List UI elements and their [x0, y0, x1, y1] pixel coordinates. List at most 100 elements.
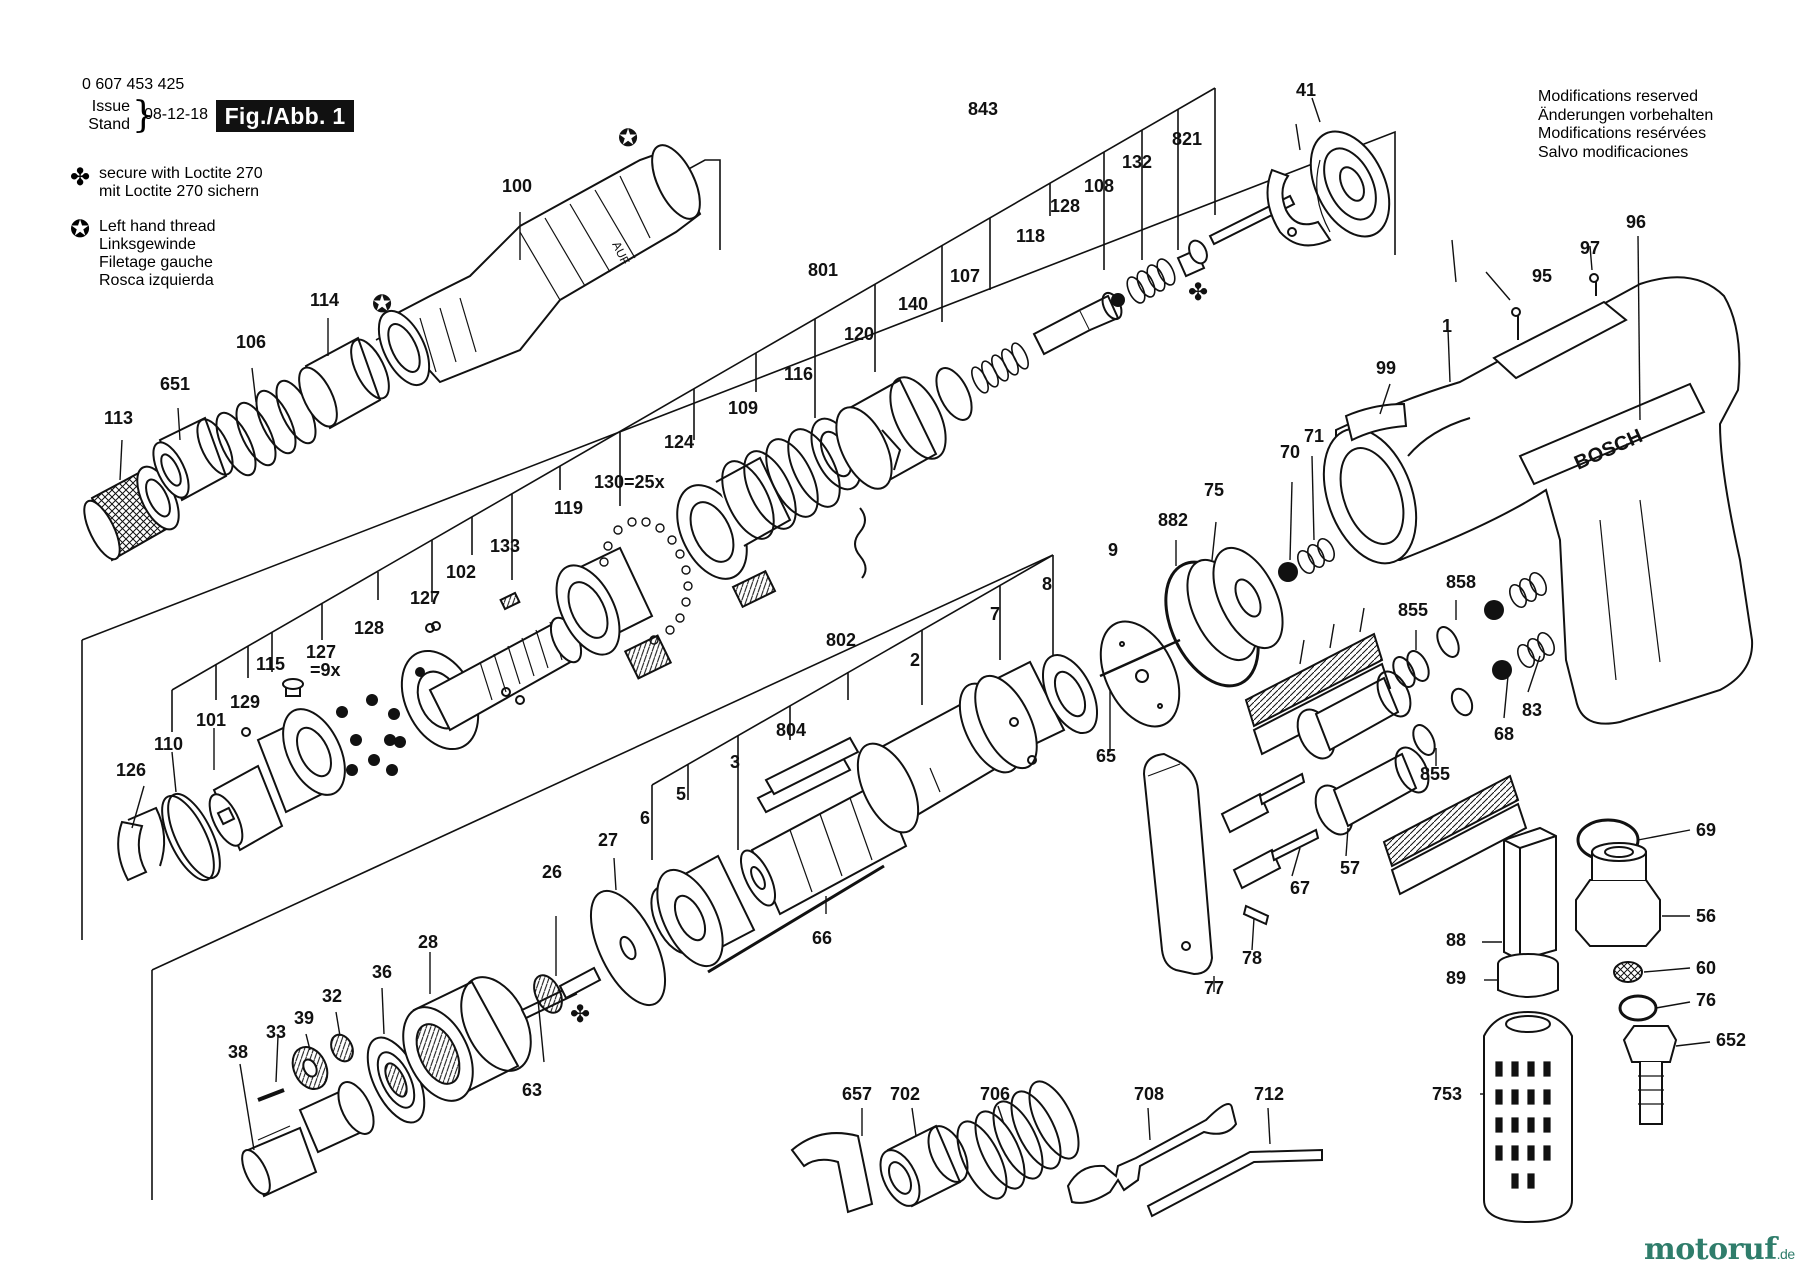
callout-100: 100	[502, 176, 532, 196]
callout-702: 702	[890, 1084, 920, 1104]
callout-99: 99	[1376, 358, 1396, 378]
end-plate-7	[974, 660, 1066, 770]
housing-28	[402, 976, 532, 1102]
callout-858: 858	[1446, 572, 1476, 592]
callout-120: 120	[844, 324, 874, 344]
end-plate-5	[656, 854, 756, 968]
part-callouts: 100 114 106 651 113 843 41 821 132 108 1…	[104, 80, 1746, 1104]
plunger-67	[1220, 772, 1320, 890]
callout-36: 36	[372, 962, 392, 982]
loctite-mark-1: ✤	[1188, 279, 1208, 306]
springs-83	[1508, 571, 1556, 669]
label-99	[1344, 402, 1408, 442]
chuck-housing-100: AUF	[377, 144, 702, 387]
mods-en: Modifications reserved	[1538, 88, 1699, 105]
oring-76	[1618, 994, 1658, 1022]
spring-107	[971, 342, 1029, 394]
callout-133: 133	[490, 536, 520, 556]
callout-132: 132	[1122, 152, 1152, 172]
callout-88: 88	[1446, 930, 1466, 950]
callout-821: 821	[1172, 129, 1202, 149]
fitting-56	[1575, 842, 1661, 947]
bearing-plate-75	[1186, 546, 1284, 662]
callout-101: 101	[196, 710, 226, 730]
valve-132	[1176, 239, 1208, 278]
callout-39: 39	[294, 1008, 314, 1028]
ball-68b	[1492, 660, 1512, 680]
brace-glyph: }	[132, 95, 155, 136]
screw-115	[282, 678, 304, 697]
callout-66: 66	[812, 928, 832, 948]
trigger-77	[1142, 752, 1214, 976]
oring-140	[935, 367, 973, 421]
modifications-note: Modifications reserved Änderungen vorbeh…	[1538, 88, 1713, 162]
callout-56: 56	[1696, 906, 1716, 926]
callout-128-top: 128	[1050, 196, 1080, 216]
felt-88	[1503, 826, 1557, 962]
callout-70: 70	[1280, 442, 1300, 462]
motor-ticks	[651, 555, 1054, 860]
callout-127-b: 127	[306, 642, 336, 662]
orings-855-858	[1392, 626, 1474, 756]
callout-801: 801	[808, 260, 838, 280]
knurled-nut-113	[83, 465, 180, 562]
wrench-708	[1066, 1103, 1238, 1204]
callout-855-b: 855	[1420, 764, 1450, 784]
end-cap-41	[1309, 130, 1391, 238]
callout-28: 28	[418, 932, 438, 952]
figure-badge: Fig./Abb. 1	[216, 100, 354, 132]
callout-855-a: 855	[1398, 600, 1428, 620]
callout-33: 33	[266, 1022, 286, 1042]
assembly-frame-lines	[81, 87, 1396, 1200]
balls-127-set	[336, 694, 406, 776]
gear-32	[330, 1033, 354, 1063]
spindle-101	[208, 708, 346, 852]
nameplate-95	[1492, 282, 1628, 380]
wave-spring	[854, 507, 867, 579]
callout-41: 41	[1296, 80, 1316, 100]
callout-9x: =9x	[310, 660, 341, 680]
clip-126	[117, 806, 166, 882]
legend-loctite-de: mit Loctite 270 sichern	[99, 183, 260, 200]
callout-78: 78	[1242, 948, 1262, 968]
callout-107: 107	[950, 266, 980, 286]
spring-108	[1126, 258, 1176, 304]
wedge-marker-2	[731, 569, 777, 609]
mods-de: Änderungen vorbehalten	[1538, 106, 1714, 124]
callout-60: 60	[1696, 958, 1716, 978]
motor-tick-rod	[651, 554, 1054, 786]
nipple-652	[1622, 1025, 1678, 1125]
mid-frame-line	[81, 130, 1396, 641]
disc-89	[1497, 953, 1559, 998]
housing-1: BOSCH	[1322, 276, 1754, 725]
valve-57-lower	[1314, 746, 1430, 836]
pin-33	[257, 1088, 285, 1102]
ball-cage-128	[400, 616, 583, 751]
callout-32: 32	[322, 986, 342, 1006]
order-number: 0 607 453 425	[82, 76, 185, 93]
legend-lht-es: Rosca izquierda	[99, 272, 214, 289]
loctite-mark-2: ✤	[570, 1001, 590, 1028]
sleeve-702	[879, 1124, 969, 1208]
leader-lines	[119, 97, 1711, 1151]
callout-96: 96	[1626, 212, 1646, 232]
left-hand-thread-mark-1: ✪	[618, 125, 638, 152]
callout-3: 3	[730, 752, 740, 772]
watermark-suffix: .de	[1776, 1246, 1795, 1262]
ball-129	[241, 727, 251, 737]
callout-882: 882	[1158, 510, 1188, 530]
pinion-26	[533, 966, 602, 1014]
watermark-name: motoruf	[1644, 1232, 1777, 1267]
valve-57-upper	[1296, 670, 1412, 760]
callout-83: 83	[1522, 700, 1542, 720]
pin-78	[1242, 904, 1270, 926]
spring-706	[956, 1080, 1080, 1200]
ball-70	[1278, 562, 1298, 582]
callout-657: 657	[842, 1084, 872, 1104]
wedge-marker-1	[623, 634, 673, 680]
callout-71: 71	[1304, 426, 1324, 446]
mods-fr: Modifications resérvées	[1538, 125, 1707, 142]
loctite-icon: ✤	[70, 164, 91, 191]
